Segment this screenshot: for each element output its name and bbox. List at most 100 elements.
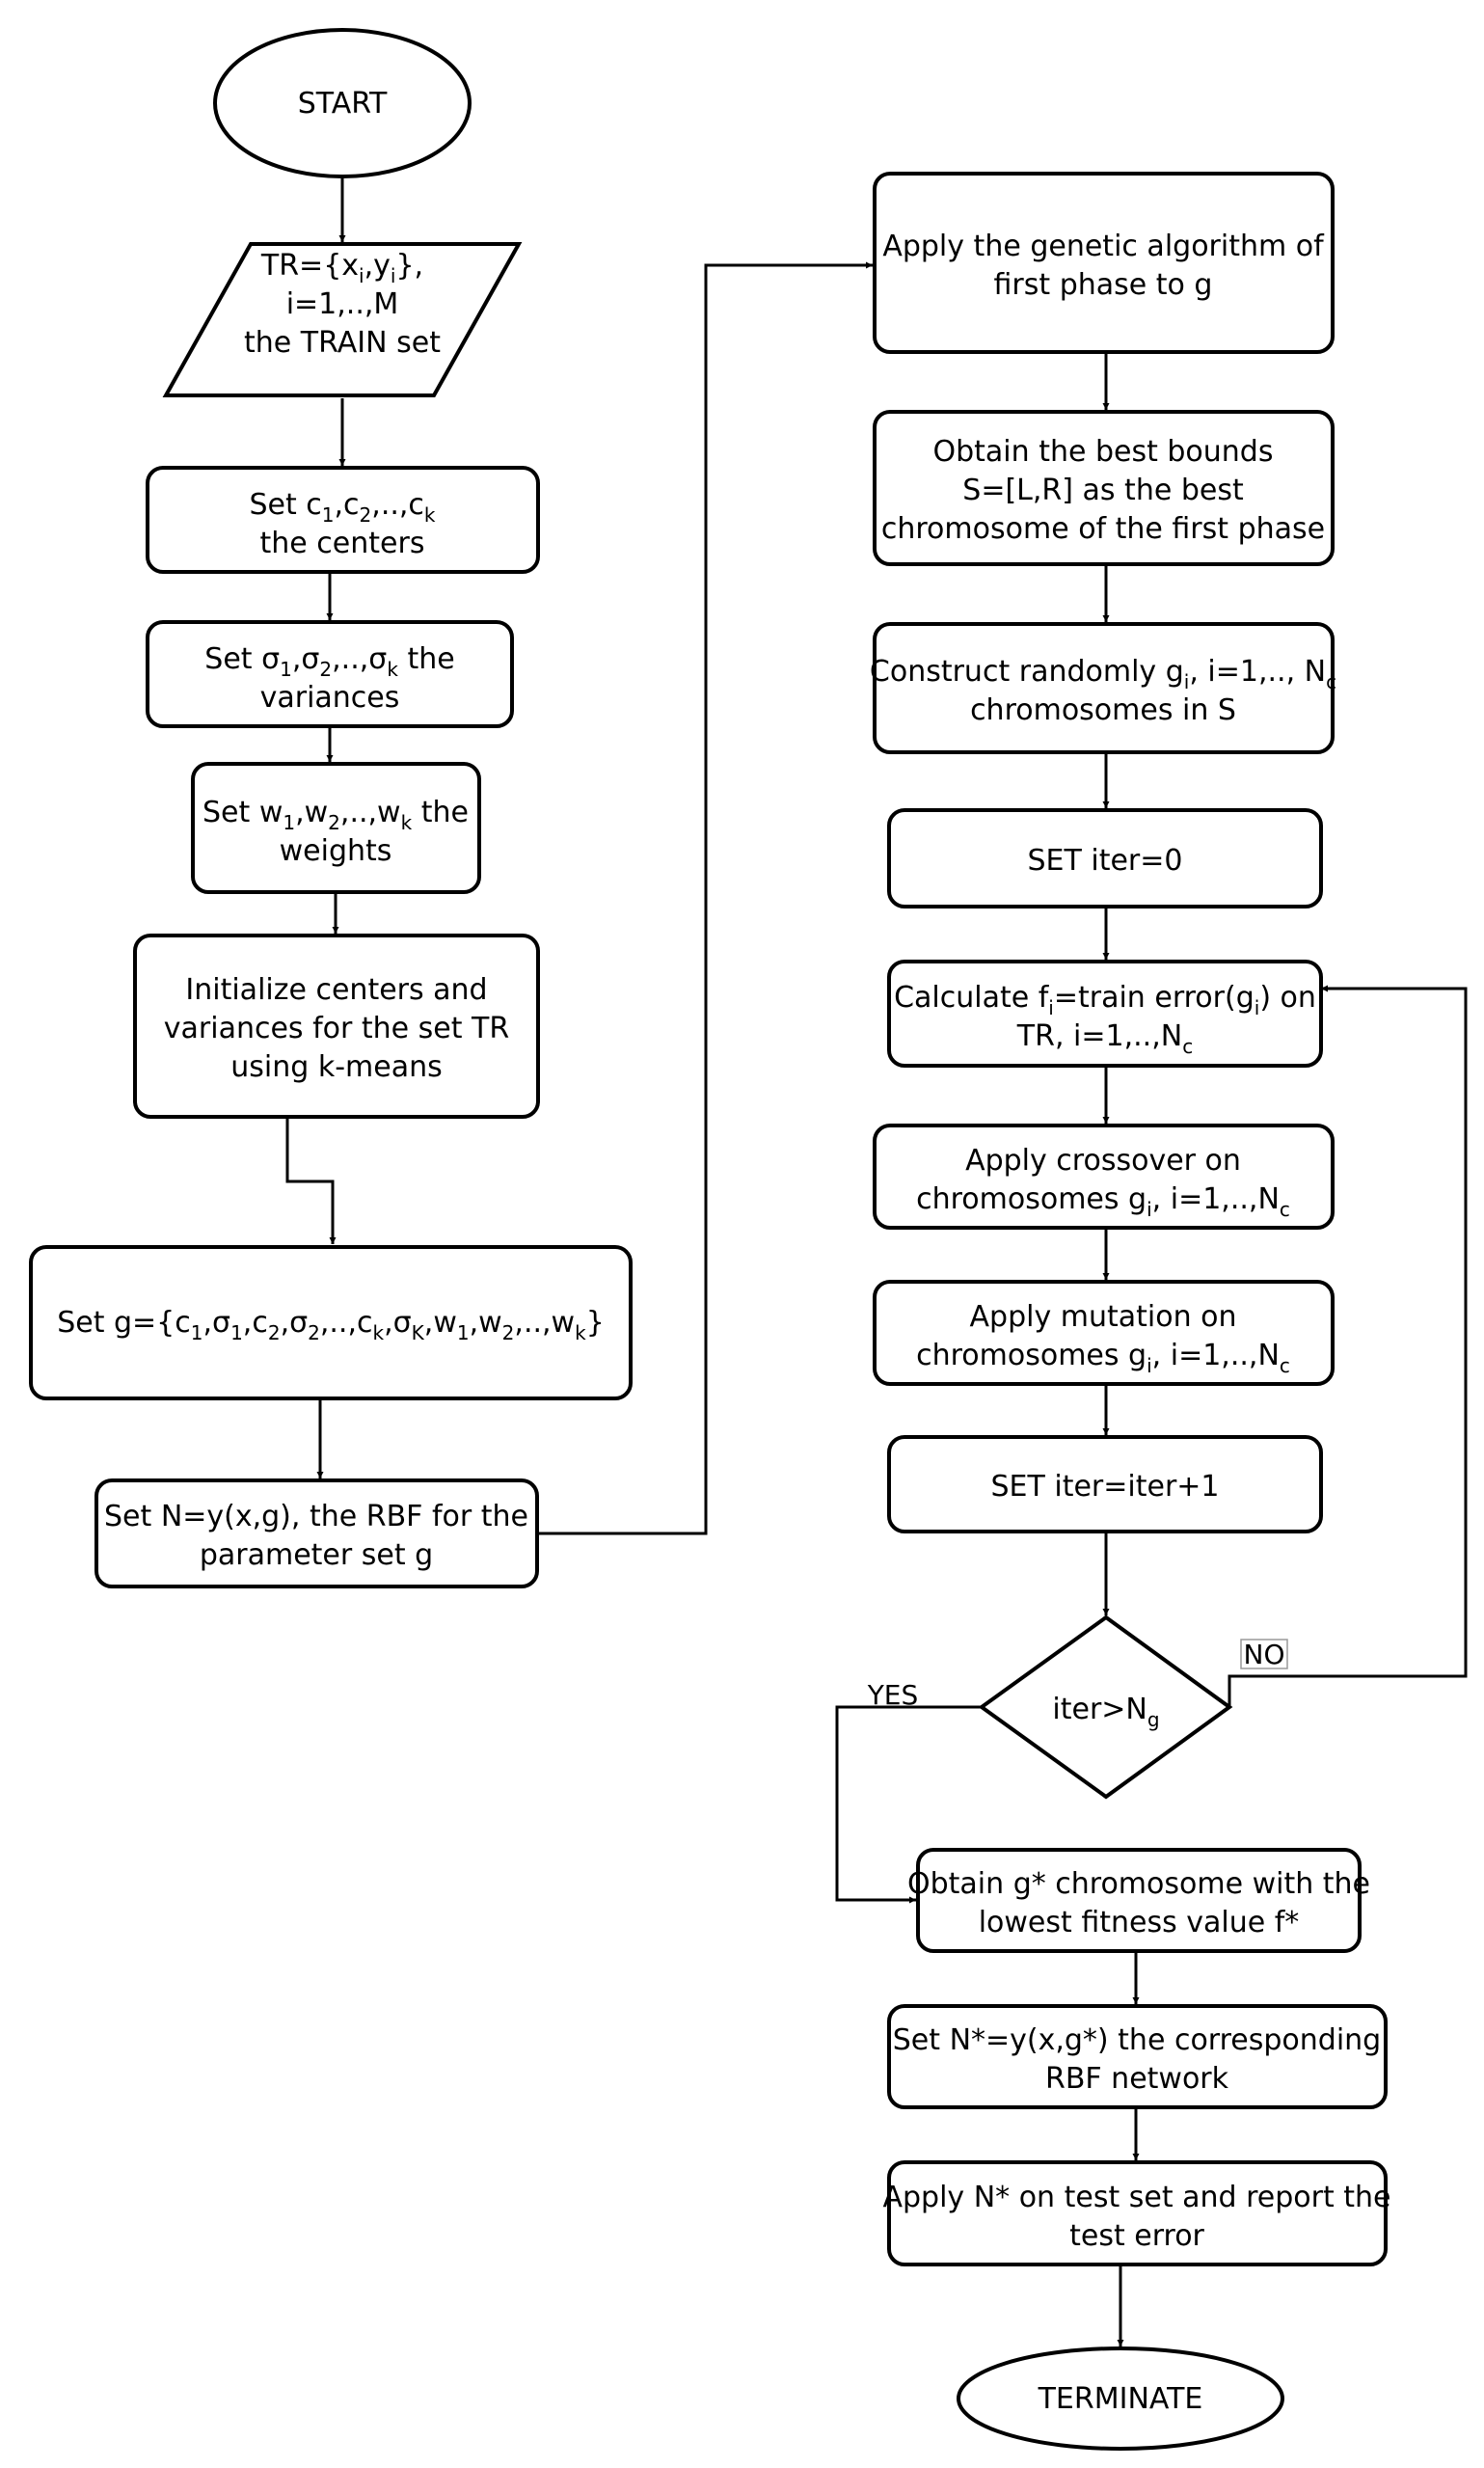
set-variances-label-line-0-run-4: ,..,σ (332, 642, 387, 676)
yes-label: YES (867, 1679, 919, 1711)
set-g-label-line-0-run-6: ,σ (281, 1306, 309, 1340)
terminate-node: TERMINATE (957, 2346, 1284, 2451)
train-set-label-line-2-run-0: the TRAIN set (244, 326, 441, 360)
set-g-label-line-0-run-18: } (586, 1306, 605, 1340)
mutation-label-line-1-run-1: i (1147, 1354, 1152, 1377)
edge-init-to-setg (285, 1117, 337, 1244)
mutation-label-line-1-run-2: , i=1,..,N (1152, 1339, 1280, 1372)
train-set-label-line-0-run-0: TR={x (260, 249, 359, 283)
iter0-label: SET iter=0 (1028, 844, 1183, 878)
train-set-label-line-0-run-3: i (391, 264, 396, 287)
no-label: NO (1244, 1639, 1285, 1670)
calc-label-line-1-run-1: c (1182, 1035, 1193, 1058)
decision-label: iter>Ng (1052, 1693, 1159, 1731)
set-centers-label-line-0-run-2: ,c (335, 488, 360, 522)
start-node: START (213, 28, 472, 178)
edge-decision-yes (835, 1705, 982, 1904)
train-set-label-line-0-run-2: ,y (364, 249, 391, 283)
set-g-label-line-0-run-4: ,c (243, 1306, 268, 1340)
set-weights-label-line-0-run-4: ,..,w (340, 796, 401, 829)
mutation-node: Apply mutation on chromosomes gi, i=1,..,… (873, 1280, 1335, 1386)
set-variances-label-line-0-run-5: k (387, 658, 398, 681)
set-g-label-line-0-run-7: 2 (308, 1321, 320, 1344)
iter0-node: SET iter=0 (887, 808, 1323, 909)
terminate-label: TERMINATE (1038, 2382, 1203, 2416)
calc-label-line-1-run-0: TR, i=1,..,N (1016, 1019, 1182, 1053)
construct-label-line-1-run-0: chromosomes in S (970, 693, 1236, 727)
set-n-label-line-0-run-0: Set N=y(x,g), the RBF for the (104, 1500, 528, 1533)
set-variances-label-line-0-run-1: 1 (280, 658, 292, 681)
set-g-label-line-0-run-10: ,σ (384, 1306, 412, 1340)
calc-label-line-0-run-1: i (1048, 996, 1054, 1019)
train-set-label-line-0-run-1: i (359, 264, 364, 287)
calc-label-line-0-run-2: =train error(g (1054, 981, 1255, 1015)
iter-inc-label-line-0-run-0: SET iter=iter+1 (991, 1470, 1220, 1504)
init-kmeans-label-line-0-run-0: Initialize centers and (185, 973, 487, 1007)
set-variances-label-line-0-run-3: 2 (319, 658, 332, 681)
crossover-label-line-1-run-0: chromosomes g (916, 1182, 1147, 1216)
set-g-label-line-0-run-2: ,σ (203, 1306, 231, 1340)
mutation-label-line-1-run-0: chromosomes g (916, 1339, 1147, 1372)
set-g-node: Set g={c1,σ1,c2,σ2,..,ck,σK,w1,w2,..,wk} (29, 1245, 633, 1400)
init-kmeans-label-line-1-run-0: variances for the set TR (164, 1012, 509, 1045)
set-g-label-line-0-run-5: 2 (268, 1321, 281, 1344)
edge-setn-to-ga (537, 261, 873, 1535)
set-centers-label-line-0-run-4: ,..,c (371, 488, 424, 522)
set-g-label-line-0-run-1: 1 (191, 1321, 203, 1344)
set-weights-label-line-0-run-2: ,w (295, 796, 328, 829)
edges (285, 176, 1468, 2346)
calc-label-line-0-run-3: i (1255, 996, 1260, 1019)
set-g-label-line-0-run-15: 2 (502, 1321, 515, 1344)
set-g-label-line-0-run-9: k (373, 1321, 385, 1344)
set-g-label-line-0-run-8: ,..,c (320, 1306, 373, 1340)
crossover-label-line-1-run-2: , i=1,..,N (1152, 1182, 1280, 1216)
set-nstar-label-line-0-run-0: Set N*=y(x,g*) the corresponding (893, 2023, 1381, 2057)
set-g-label-line-0-run-3: 1 (230, 1321, 243, 1344)
decision-node: iter>Ng (978, 1614, 1233, 1800)
init-kmeans-node: Initialize centers and variances for the … (133, 934, 540, 1119)
start-label-line-0-run-0: START (298, 87, 388, 121)
set-variances-label-line-0-run-0: Set σ (204, 642, 280, 676)
best-bounds-label-line-0-run-0: Obtain the best bounds (933, 435, 1274, 469)
calc-label-line-0-run-0: Calculate f (894, 981, 1050, 1015)
set-weights-label-line-0-run-3: 2 (328, 811, 340, 834)
train-set-label-line-1-run-0: i=1,..,M (286, 287, 399, 321)
crossover-label-line-1-run-3: c (1280, 1198, 1290, 1221)
set-weights-label-line-0-run-6: the (412, 796, 469, 829)
decision-label-line-0-run-0: iter>N (1052, 1693, 1147, 1726)
mutation-label-line-0-run-0: Apply mutation on (970, 1300, 1237, 1334)
mutation-label-line-1-run-3: c (1280, 1354, 1290, 1377)
set-g-label-line-0-run-16: ,..,w (514, 1306, 575, 1340)
set-centers-label-line-0-run-0: Set c (249, 488, 321, 522)
set-g-label-line-0-run-14: ,w (470, 1306, 502, 1340)
calc-label-line-0-run-4: ) on (1259, 981, 1316, 1015)
iter-inc-label: SET iter=iter+1 (991, 1470, 1220, 1504)
set-variances-label-line-0-run-6: the (398, 642, 455, 676)
set-g-label-line-0-run-11: K (412, 1321, 425, 1344)
set-g-label-line-0-run-13: 1 (457, 1321, 470, 1344)
set-g-label-line-0-run-0: Set g={c (57, 1306, 191, 1340)
obtain-best-label-line-0-run-0: Obtain g* chromosome with the (907, 1867, 1370, 1901)
train-set-label-line-0-run-4: }, (395, 249, 423, 283)
